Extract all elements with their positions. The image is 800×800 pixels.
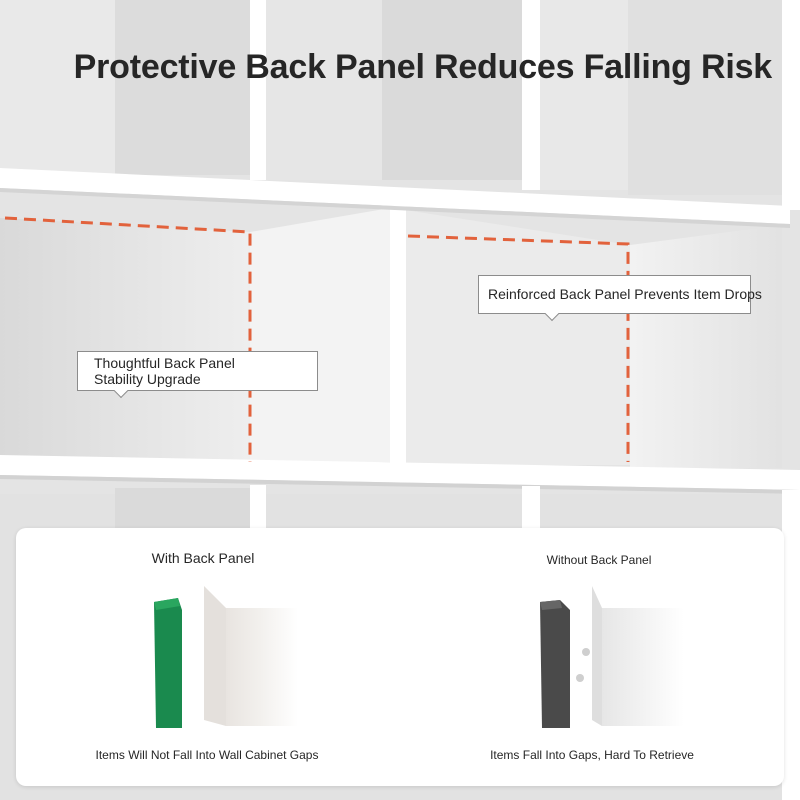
comparison-card: With Back Panel Without Back Panel xyxy=(16,528,784,786)
green-back-panel xyxy=(154,598,182,728)
with-back-panel-caption: Items Will Not Fall Into Wall Cabinet Ga… xyxy=(95,748,319,762)
back-panel-outline-right xyxy=(407,234,630,462)
callout-left-line2: Stability Upgrade xyxy=(94,371,201,387)
callout-right: Reinforced Back Panel Prevents Item Drop… xyxy=(478,275,762,314)
page-title: Protective Back Panel Reduces Falling Ri… xyxy=(73,48,773,86)
falling-item-icon xyxy=(582,648,590,656)
with-back-panel-illustration xyxy=(154,586,298,728)
back-panel-outline-left xyxy=(4,216,252,462)
without-back-panel-title: Without Back Panel xyxy=(546,553,652,567)
dark-side-panel xyxy=(540,600,570,728)
callout-right-text: Reinforced Back Panel Prevents Item Drop… xyxy=(488,286,762,302)
without-back-panel-caption: Items Fall Into Gaps, Hard To Retrieve xyxy=(490,748,694,762)
falling-item-icon xyxy=(576,674,584,682)
without-back-panel-illustration xyxy=(540,586,684,728)
callout-left-line1: Thoughtful Back Panel xyxy=(94,355,235,371)
callout-left: Thoughtful Back Panel Stability Upgrade xyxy=(77,351,318,391)
with-back-panel-title: With Back Panel xyxy=(151,550,255,566)
